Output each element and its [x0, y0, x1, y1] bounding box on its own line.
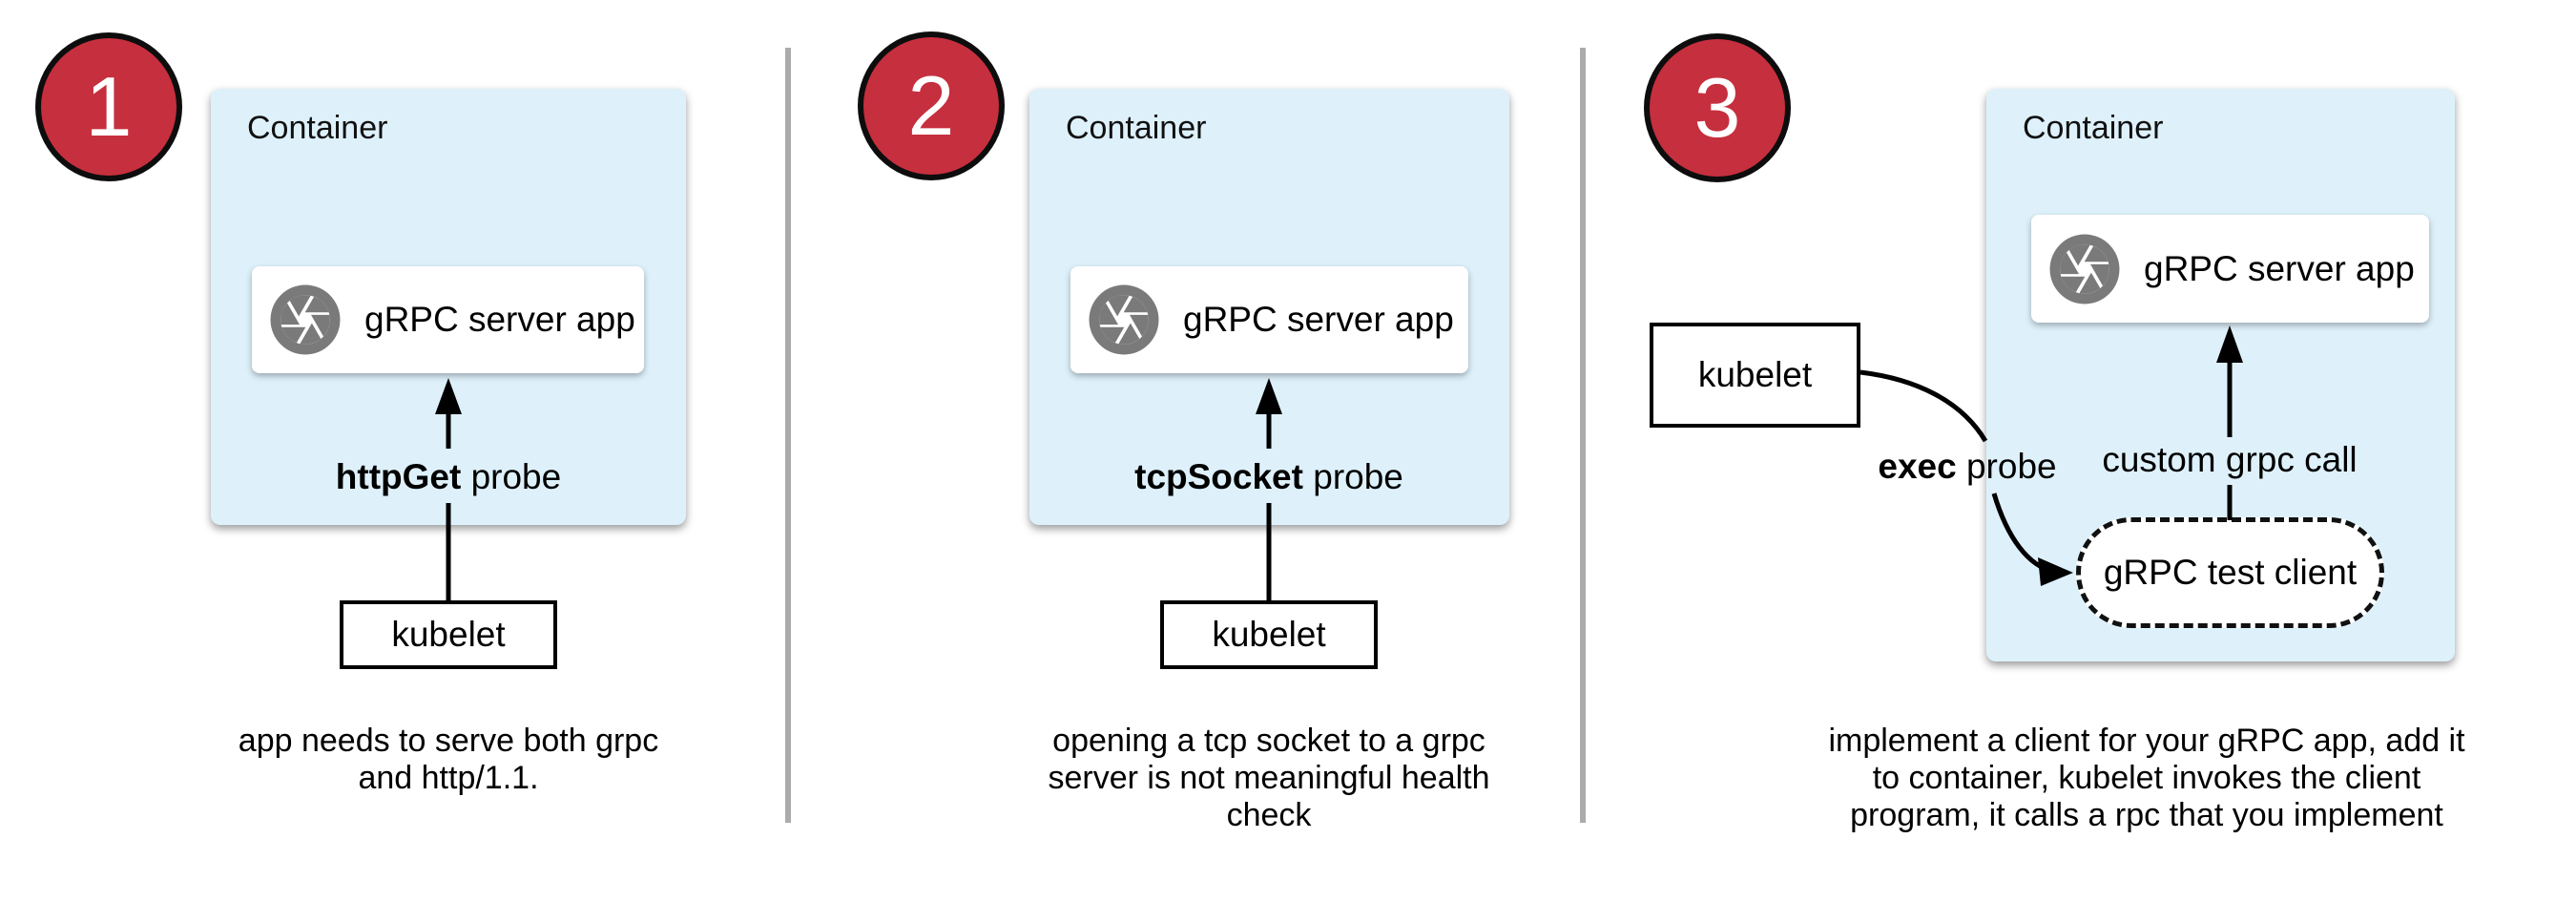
probe-label-1: httpGet probe: [336, 456, 561, 498]
probe-word: probe: [461, 457, 562, 496]
panel-divider-2: [1580, 48, 1586, 823]
custom-grpc-call-label: custom grpc call: [2102, 440, 2358, 479]
panel-divider-1: [785, 48, 791, 823]
caption-line: program, it calls a rpc that you impleme…: [1850, 797, 2443, 833]
grpc-server-app-box-2: gRPC server app: [1070, 266, 1468, 373]
grpc-test-client-label: gRPC test client: [2103, 553, 2358, 592]
probe-type: exec: [1878, 447, 1957, 486]
step-number: 1: [85, 59, 133, 154]
camera-aperture-icon: [1089, 284, 1159, 355]
caption-line: app needs to serve both grpc: [238, 723, 659, 759]
container-label: Container: [2023, 110, 2164, 146]
container-label: Container: [1066, 110, 1207, 146]
probe-type: tcpSocket: [1134, 457, 1303, 496]
probe-label-2: tcpSocket probe: [1134, 456, 1403, 498]
caption-line: server is not meaningful health: [1048, 760, 1490, 796]
grpc-test-client-box: gRPC test client: [2076, 517, 2384, 628]
kubelet-box-2: kubelet: [1160, 600, 1378, 669]
step-badge-3: 3: [1644, 33, 1791, 182]
caption-line: check: [1226, 797, 1312, 833]
caption-1: app needs to serve both grpc and http/1.…: [239, 723, 658, 797]
step-number: 2: [907, 58, 955, 153]
kubelet-box-3: kubelet: [1650, 323, 1860, 428]
probe-word: probe: [1956, 447, 2057, 486]
grpc-server-app-label: gRPC server app: [1183, 300, 1454, 339]
step-number: 3: [1693, 60, 1741, 155]
step-badge-1: 1: [35, 32, 182, 181]
probe-label-3: exec probe: [1878, 446, 2056, 488]
caption-line: to container, kubelet invokes the client: [1872, 760, 2421, 796]
kubelet-label: kubelet: [391, 615, 506, 654]
step-badge-2: 2: [858, 31, 1005, 180]
kubelet-label: kubelet: [1212, 615, 1326, 654]
grpc-server-app-label: gRPC server app: [364, 300, 635, 339]
caption-line: and http/1.1.: [358, 760, 539, 796]
grpc-server-app-label: gRPC server app: [2144, 248, 2415, 288]
caption-2: opening a tcp socket to a grpc server is…: [1048, 723, 1489, 834]
grpc-server-app-box-3: gRPC server app: [2031, 215, 2429, 323]
probe-type: httpGet: [335, 457, 462, 496]
caption-3: implement a client for your gRPC app, ad…: [1828, 723, 2464, 834]
camera-aperture-icon: [2049, 234, 2120, 304]
camera-aperture-icon: [270, 284, 341, 355]
exec-probe-curve-upper: [1859, 369, 1988, 443]
probe-word: probe: [1302, 457, 1403, 496]
caption-line: opening a tcp socket to a grpc: [1052, 723, 1485, 759]
caption-line: implement a client for your gRPC app, ad…: [1828, 723, 2465, 759]
kubelet-box-1: kubelet: [340, 600, 557, 669]
grpc-server-app-box-1: gRPC server app: [252, 266, 644, 373]
container-label: Container: [247, 110, 388, 146]
kubelet-label: kubelet: [1697, 355, 1813, 394]
